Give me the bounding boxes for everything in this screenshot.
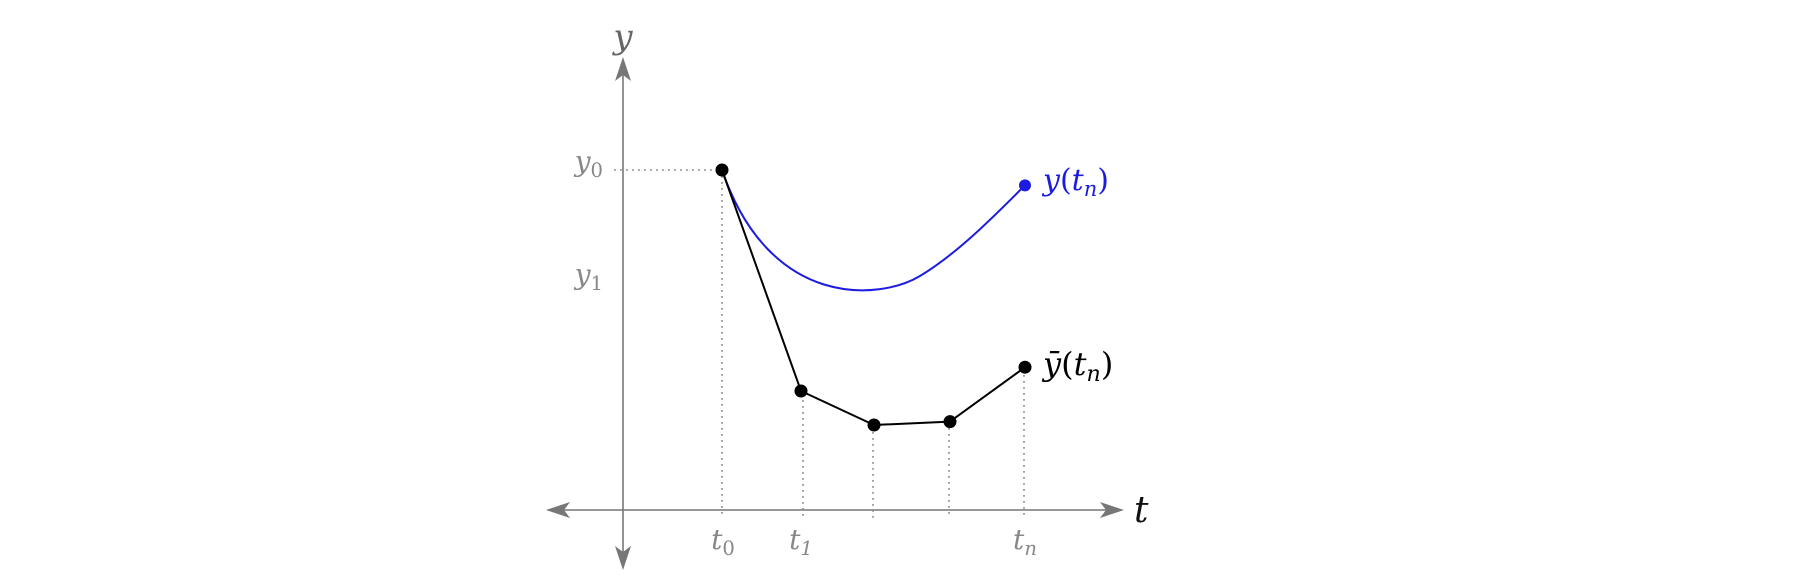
- x-tick-t0-base: t: [711, 523, 723, 556]
- x-axis-left-arrow: [546, 502, 570, 518]
- x-tick-tn-sub: n: [1024, 537, 1037, 560]
- approximation-point-4: [1018, 360, 1032, 374]
- x-tick-label-t1: t1: [789, 523, 813, 560]
- exact-label-open-paren: (: [1060, 163, 1072, 198]
- approximation-point-1: [794, 384, 808, 398]
- x-tick-t1-base: t: [789, 523, 801, 556]
- approx-label-name: ȳ: [1041, 345, 1062, 383]
- axes: [546, 57, 1124, 570]
- y-tick-y1-base: y: [573, 258, 592, 291]
- approximation-point-0: [715, 163, 729, 177]
- approximation-polyline: [721, 169, 1026, 426]
- exact-label-t: t: [1072, 163, 1085, 198]
- x-tick-t0-sub: 0: [722, 537, 734, 560]
- x-tick-tn-base: t: [1013, 523, 1025, 556]
- y-tick-label-y1: y1: [573, 258, 603, 295]
- x-tick-label-tn: tn: [1013, 523, 1037, 560]
- y-axis-bottom-arrow: [615, 546, 631, 570]
- approximation-points: [715, 163, 1032, 432]
- y-tick-y1-sub: 1: [591, 272, 603, 295]
- approximation-label: ȳ(tn): [1041, 345, 1113, 387]
- y-tick-y0-sub: 0: [591, 159, 603, 182]
- guide-lines: [614, 169, 1025, 518]
- exact-solution-points: [1019, 179, 1031, 192]
- exact-label-name: y: [1041, 163, 1061, 198]
- exact-solution-curve: [721, 169, 1026, 292]
- x-tick-t1-sub: 1: [800, 537, 812, 560]
- approximation-point-3: [943, 415, 957, 429]
- exact-label-sub: n: [1084, 177, 1098, 201]
- y-axis-top-arrow: [615, 57, 631, 81]
- exact-label-close-paren: ): [1097, 163, 1109, 198]
- approx-label-sub: n: [1086, 361, 1100, 387]
- y-tick-y0-base: y: [573, 145, 592, 178]
- approximation-point-2: [867, 418, 881, 432]
- y-tick-label-y0: y0: [573, 145, 603, 182]
- x-axis-label: t: [1134, 490, 1149, 531]
- x-tick-label-t0: t0: [711, 523, 735, 560]
- exact-solution-label: y(tn): [1041, 163, 1109, 201]
- y-axis-label: y: [611, 17, 633, 57]
- approx-label-t: t: [1074, 345, 1087, 383]
- x-axis-right-arrow: [1100, 502, 1124, 518]
- approx-label-close-paren: ): [1101, 345, 1113, 383]
- approx-label-open-paren: (: [1061, 345, 1073, 383]
- exact-solution-point-tn: [1019, 179, 1031, 192]
